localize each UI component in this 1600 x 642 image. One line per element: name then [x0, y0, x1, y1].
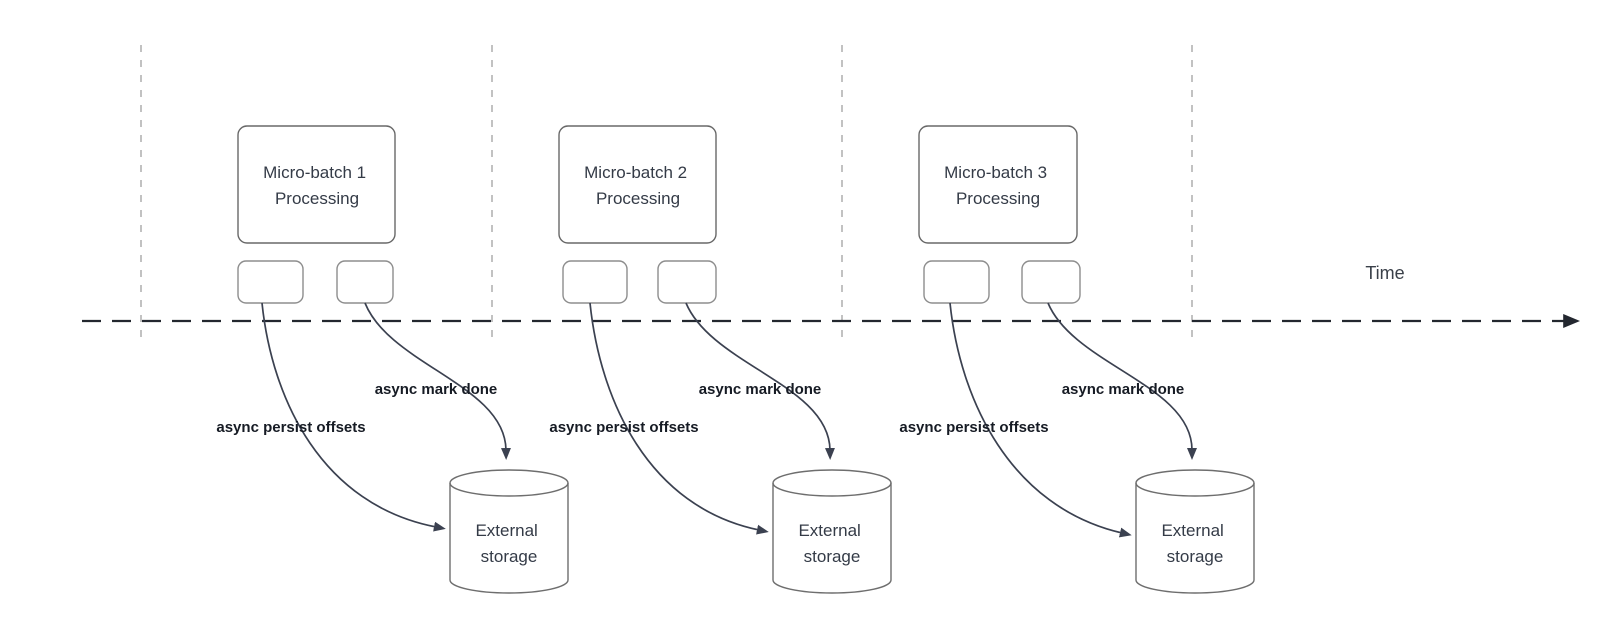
task-box-2-left	[562, 260, 628, 304]
external-storage-cylinder-1: External storage	[449, 469, 569, 594]
persist-offsets-label-3: async persist offsets	[899, 419, 1048, 436]
cylinder-body	[449, 469, 569, 594]
process-box-2-title: Micro-batch 2 Processing	[584, 163, 692, 208]
micro-batch-group-1: Micro-batch 1 Processing async persist o…	[216, 125, 569, 594]
persist-offsets-arrow-2	[589, 302, 769, 535]
micro-batch-group-3: Micro-batch 3 Processing async persist o…	[899, 125, 1255, 594]
task-box-3-left	[923, 260, 990, 304]
task-box-3-right	[1021, 260, 1081, 304]
cylinder-rim	[449, 482, 569, 497]
cylinder-rim	[1135, 482, 1255, 497]
task-box-2-right	[657, 260, 717, 304]
process-box-2	[558, 125, 717, 244]
persist-offsets-label-1: async persist offsets	[216, 419, 365, 436]
mark-done-arrow-1	[364, 302, 511, 460]
mark-done-arrow-2	[685, 302, 835, 460]
micro-batch-group-2: Micro-batch 2 Processing async persist o…	[549, 125, 892, 594]
persist-offsets-arrow-3	[949, 302, 1132, 538]
persist-offsets-label-2: async persist offsets	[549, 419, 698, 436]
process-box-1	[237, 125, 396, 244]
mark-done-label-1: async mark done	[375, 381, 498, 398]
mark-done-label-2: async mark done	[699, 381, 822, 398]
task-box-1-right	[336, 260, 394, 304]
external-storage-label-3: External storage	[1161, 521, 1228, 566]
process-box-3	[918, 125, 1078, 244]
mark-done-label-3: async mark done	[1062, 381, 1185, 398]
external-storage-cylinder-3: External storage	[1135, 469, 1255, 594]
mark-done-arrow-3	[1047, 302, 1197, 460]
task-box-1-left	[237, 260, 304, 304]
time-axis: Time	[82, 263, 1580, 328]
external-storage-label-2: External storage	[798, 521, 865, 566]
cylinder-body	[772, 469, 892, 594]
external-storage-label-1: External storage	[475, 521, 542, 566]
cylinder-rim	[772, 482, 892, 497]
cylinder-body	[1135, 469, 1255, 594]
process-box-1-title: Micro-batch 1 Processing	[263, 163, 371, 208]
persist-offsets-arrow-1	[261, 302, 446, 532]
external-storage-cylinder-2: External storage	[772, 469, 892, 594]
time-dividers	[140, 45, 1193, 340]
time-axis-label: Time	[1365, 263, 1404, 283]
process-box-3-title: Micro-batch 3 Processing	[944, 163, 1052, 208]
